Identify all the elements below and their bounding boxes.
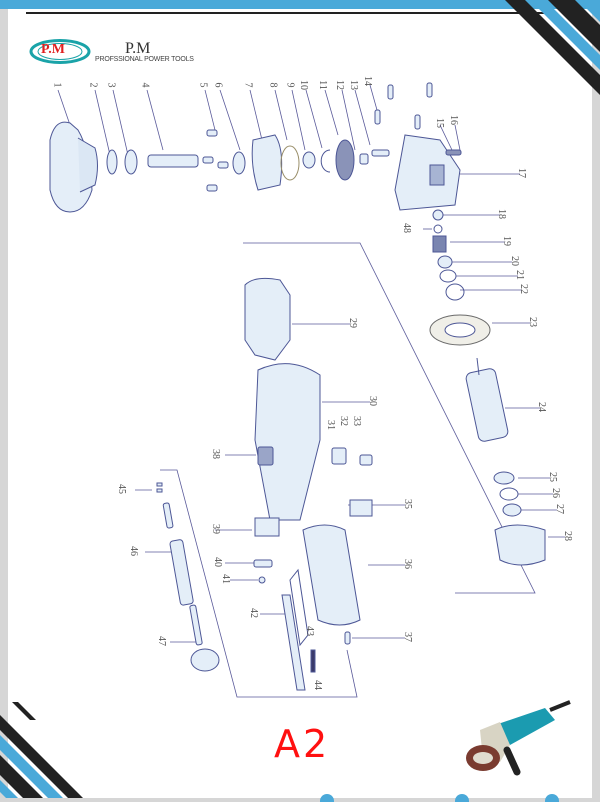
part-label-26: 26: [550, 488, 561, 498]
logo-text: P.M: [41, 42, 65, 57]
part-label-3: 3: [105, 82, 117, 88]
part-label-30: 30: [367, 396, 378, 406]
part-label-35: 35: [402, 499, 413, 509]
part-label-2: 2: [87, 82, 99, 88]
bottom-tab-indicator: [320, 794, 334, 802]
diagram-title: A2: [274, 722, 331, 766]
part-label-23: 23: [527, 317, 538, 327]
part-label-15: 15: [434, 118, 445, 128]
part-label-16: 16: [448, 115, 459, 125]
part-label-32: 32: [338, 416, 349, 426]
part-label-39: 39: [210, 524, 221, 534]
brand-tagline: PROFSSIONAL POWER TOOLS: [95, 56, 194, 63]
part-label-45: 45: [116, 484, 127, 494]
part-label-6: 6: [212, 82, 224, 88]
part-label-44: 44: [312, 680, 323, 690]
part-label-31: 31: [325, 420, 336, 430]
part-label-11: 11: [316, 80, 328, 90]
part-label-1: 1: [51, 82, 63, 88]
pm-logo-icon: [29, 39, 91, 64]
header-rule: [26, 12, 546, 14]
part-label-36: 36: [402, 559, 413, 569]
part-label-9: 9: [284, 82, 296, 88]
part-label-22: 22: [518, 284, 529, 294]
part-label-13: 13: [348, 80, 359, 90]
part-label-17: 17: [516, 168, 527, 178]
part-label-19: 19: [501, 236, 512, 246]
part-label-14: 14: [362, 76, 373, 86]
part-label-38: 38: [210, 449, 221, 459]
part-label-12: 12: [334, 80, 345, 90]
part-label-7: 7: [242, 82, 254, 88]
part-label-41: 41: [220, 574, 231, 584]
part-label-47: 47: [156, 636, 167, 646]
top-right-stripes-icon: [505, 0, 600, 95]
bottom-tab-indicator: [455, 794, 469, 802]
part-label-27: 27: [554, 504, 565, 514]
part-label-21: 21: [514, 270, 525, 280]
bottom-tab-indicator: [545, 794, 559, 802]
part-label-24: 24: [536, 402, 547, 412]
brand-name: P.M: [125, 40, 151, 57]
part-label-43: 43: [304, 626, 315, 636]
part-label-48: 48: [401, 223, 412, 233]
part-label-5: 5: [197, 82, 209, 88]
part-label-20: 20: [509, 256, 520, 266]
part-label-37: 37: [402, 632, 413, 642]
part-label-29: 29: [347, 318, 358, 328]
part-label-4: 4: [139, 82, 151, 88]
part-label-10: 10: [298, 80, 309, 90]
part-label-33: 33: [351, 416, 362, 426]
part-label-46: 46: [128, 546, 139, 556]
part-label-8: 8: [267, 82, 279, 88]
part-label-40: 40: [212, 557, 223, 567]
top-accent-bar: [0, 0, 600, 9]
bottom-left-stripes-icon: [0, 702, 83, 798]
part-label-25: 25: [547, 472, 558, 482]
part-label-18: 18: [496, 209, 507, 219]
part-label-28: 28: [562, 531, 573, 541]
angle-grinder-product-icon: [466, 700, 571, 776]
part-label-42: 42: [248, 608, 259, 618]
